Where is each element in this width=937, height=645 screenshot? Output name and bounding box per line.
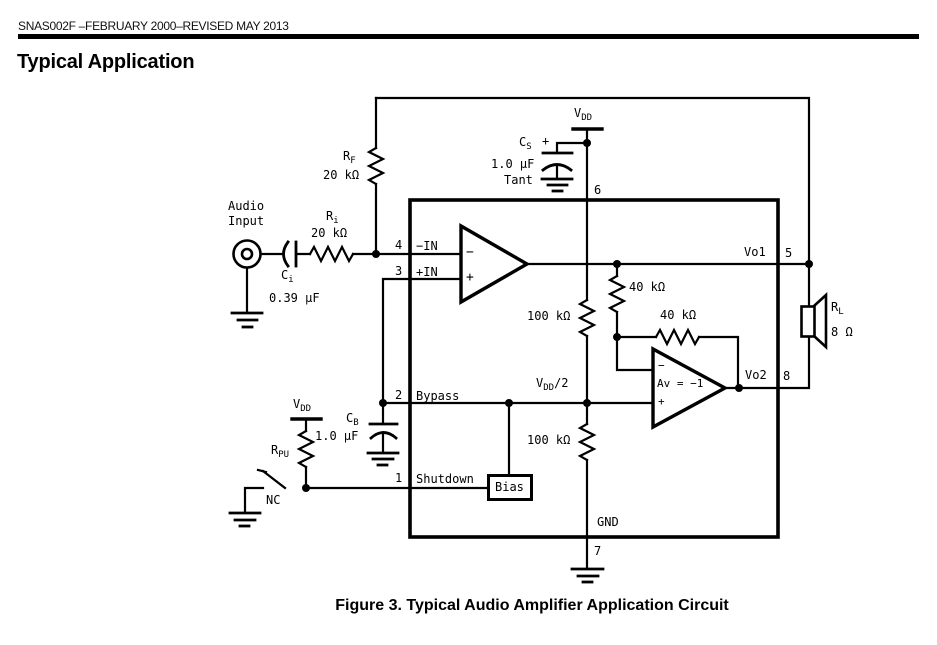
amp1-minus-sign: −	[466, 245, 474, 260]
vdd-half-label: VDD/2	[536, 376, 569, 393]
cs-label: CS	[519, 135, 532, 152]
cs-plus-sign: +	[542, 134, 550, 148]
r100k-lower-resistor	[577, 422, 597, 462]
bias-label: Bias	[495, 480, 524, 494]
amp2-minus-sign: −	[658, 359, 665, 372]
shutdown-switch	[243, 468, 287, 514]
r100k-upper-value: 100 kΩ	[527, 309, 571, 323]
rpu-label: RPU	[271, 443, 290, 460]
r40k-feedback-resistor	[654, 327, 701, 347]
figure-caption: Figure 3. Typical Audio Amplifier Applic…	[335, 597, 729, 614]
r40k-feedback-value: 40 kΩ	[660, 308, 697, 322]
ri-resistor	[308, 244, 355, 264]
ci-label: Ci	[281, 268, 294, 285]
amp1-plus-sign: +	[466, 270, 474, 285]
pin1-number: 1	[395, 471, 403, 485]
rf-resistor	[366, 146, 386, 186]
pin7-ground-symbol	[570, 567, 605, 584]
amp2-plus-sign: +	[658, 395, 665, 408]
amp2-neg-input-wire	[615, 335, 655, 372]
ri-label: Ri	[326, 209, 339, 226]
ci-capacitor	[282, 240, 298, 268]
header-rule	[18, 34, 919, 39]
nc-label: NC	[266, 493, 281, 507]
amp1-triangle	[459, 223, 531, 305]
cb-capacitor	[368, 401, 399, 454]
amp2-gain-label: Av = −1	[657, 377, 704, 390]
rpu-pullup	[290, 417, 323, 490]
speaker-symbol	[800, 292, 828, 350]
r100k-lower-value: 100 kΩ	[527, 433, 571, 447]
r40k-vertical-value: 40 kΩ	[629, 280, 666, 294]
cs-type: Tant	[504, 173, 533, 187]
vo2-wire	[723, 334, 811, 390]
audio-input-label-2: Input	[228, 214, 265, 228]
pin4-name: −IN	[416, 239, 438, 253]
ci-value: 0.39 μF	[269, 291, 320, 305]
ic-boundary-box	[408, 198, 780, 539]
audio-input-label-1: Audio	[228, 199, 265, 213]
cs-ground-symbol	[540, 177, 574, 193]
rf-label: RF	[343, 149, 356, 166]
pos-in-wire	[381, 277, 463, 405]
junction-dots	[302, 139, 813, 492]
pin8-number: 8	[783, 369, 791, 383]
pin5-number: 5	[785, 246, 793, 260]
pin1-name: Shutdown	[416, 472, 474, 486]
gnd-label: GND	[597, 515, 619, 529]
cb-label: CB	[346, 411, 359, 428]
page-title: Typical Application	[17, 51, 195, 73]
r100k-upper-resistor	[577, 298, 597, 338]
vo2-label: Vo2	[745, 368, 767, 382]
switch-ground-symbol	[228, 511, 262, 528]
rl-label: RL	[831, 300, 844, 317]
cs-capacitor	[541, 141, 589, 180]
audio-input-jack	[232, 239, 262, 314]
rl-value: 8 Ω	[831, 325, 853, 339]
input-ground-symbol	[230, 311, 264, 329]
vo1-label: Vo1	[744, 245, 766, 259]
rf-value: 20 kΩ	[323, 168, 360, 182]
ri-value: 20 kΩ	[311, 226, 348, 240]
feedback-loop-wire	[374, 96, 811, 266]
pin3-number: 3	[395, 264, 403, 278]
document-header-text: SNAS002F –FEBRUARY 2000–REVISED MAY 2013	[18, 19, 289, 33]
vdd-supply-rail	[571, 127, 604, 570]
pin4-number: 4	[395, 238, 403, 252]
r40k-vertical-resistor	[607, 274, 627, 314]
pin7-number: 7	[594, 544, 602, 558]
cb-value: 1.0 μF	[315, 429, 359, 443]
r40k-feedback-wire	[615, 335, 740, 390]
pin2-number: 2	[395, 388, 403, 402]
pin3-name: +IN	[416, 265, 438, 279]
vdd-switch-label: VDD	[293, 397, 312, 414]
cb-ground-symbol	[366, 451, 400, 467]
cs-value: 1.0 μF	[491, 157, 535, 171]
pin6-number: 6	[594, 183, 602, 197]
amp2-triangle	[651, 346, 729, 430]
pin2-name: Bypass	[416, 389, 460, 403]
vdd-supply-label: VDD	[574, 106, 593, 123]
